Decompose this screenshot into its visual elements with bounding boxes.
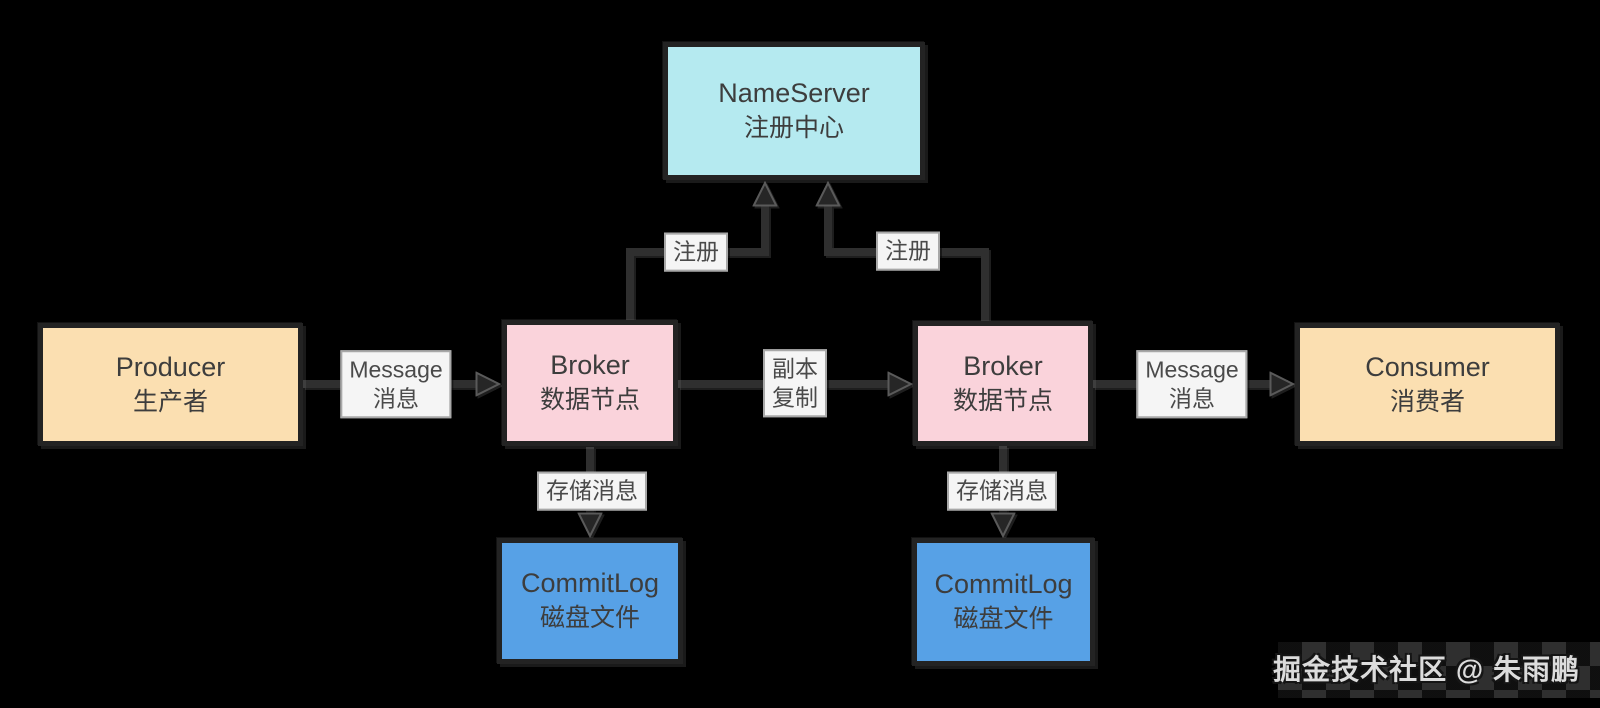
node-title: Consumer [1365,351,1490,382]
edge-label-message-right: Message 消息 [1136,350,1248,418]
node-broker-right: Broker 数据节点 [913,321,1093,446]
node-subtitle: 生产者 [132,387,208,416]
node-title: NameServer [718,78,870,109]
edge-label-line: 复制 [772,384,818,410]
node-title: CommitLog [934,569,1073,600]
node-broker-left: Broker 数据节点 [502,320,678,446]
node-subtitle: 磁盘文件 [953,605,1054,634]
node-nameserver: NameServer 注册中心 [663,42,925,180]
watermark: 掘金技术社区 @ 朱雨鹏 [1273,654,1580,685]
edge-label-line: 消息 [1168,385,1215,411]
node-title: Producer [115,351,226,382]
edge-label-store-right: 存储消息 [947,471,1057,511]
watermark-mosaic [1278,642,1600,698]
node-title: Broker [963,350,1043,381]
edge-label-store-left: 存储消息 [537,471,647,511]
edge-label-line: 消息 [372,385,419,411]
edge-label-message-left: Message 消息 [340,350,452,418]
node-subtitle: 数据节点 [539,386,640,415]
node-title: CommitLog [520,568,660,599]
node-subtitle: 消费者 [1389,387,1465,416]
edge-label-register-left: 注册 [664,232,728,272]
edge-label-register-right: 注册 [876,231,940,271]
node-subtitle: 注册中心 [743,114,844,143]
node-commitlog-right: CommitLog 磁盘文件 [912,538,1095,666]
node-subtitle: 磁盘文件 [539,604,640,633]
edge-label-line: Message [1145,356,1239,383]
node-title: Broker [550,350,630,381]
edge-label-line: 副本 [772,355,818,382]
node-consumer: Consumer 消费者 [1295,323,1560,446]
node-subtitle: 数据节点 [952,386,1053,415]
node-commitlog-left: CommitLog 磁盘文件 [497,538,683,664]
edge-label-line: Message [349,356,443,383]
node-producer: Producer 生产者 [38,323,303,446]
edge-label-replica: 副本 复制 [763,349,827,417]
